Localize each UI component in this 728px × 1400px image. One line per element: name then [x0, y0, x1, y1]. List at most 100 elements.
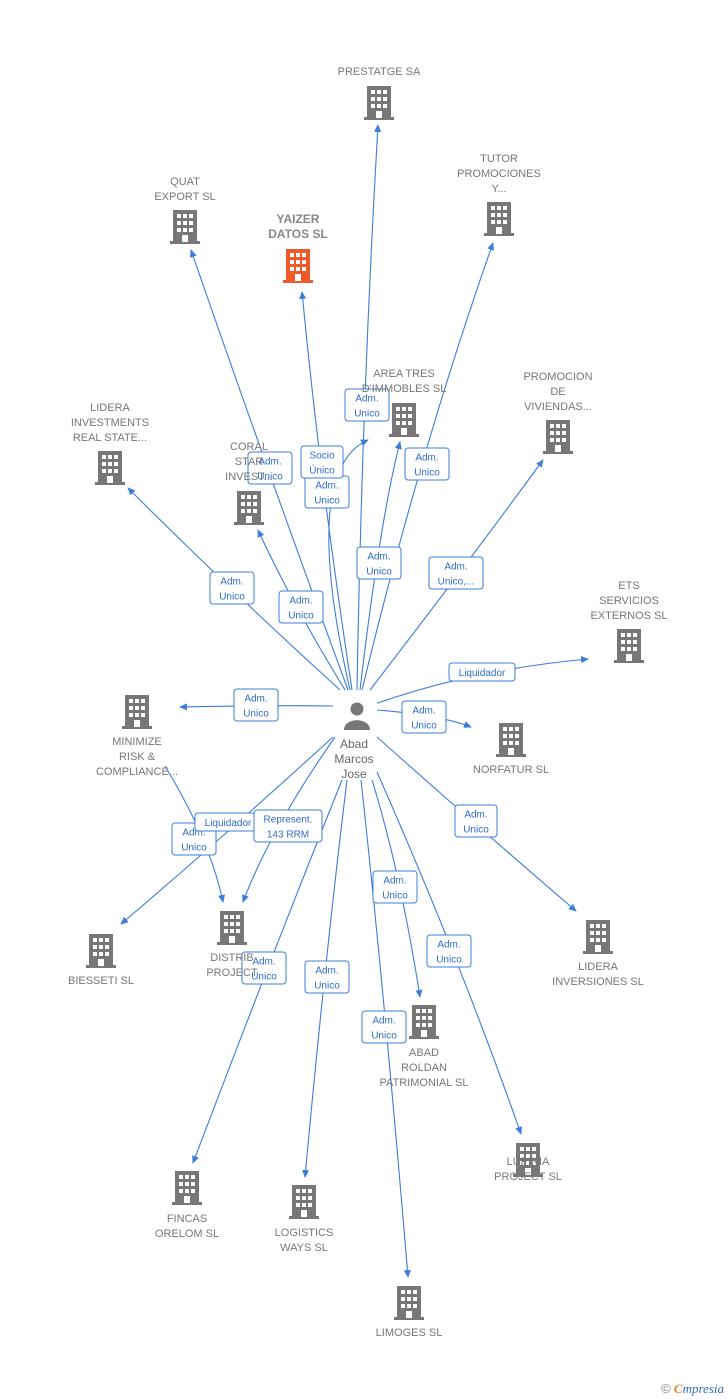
edge-label-lidera_inv[interactable]: Adm.Unico	[209, 571, 255, 605]
edge-label-yaizer[interactable]: Adm.Unico	[304, 475, 350, 509]
edge-label-text: Unico	[354, 409, 380, 420]
company-label: LIDERA	[578, 961, 618, 973]
building-icon	[217, 911, 247, 945]
edge-label-text: Unico	[181, 843, 207, 854]
company-node-tutor[interactable]: TUTORPROMOCIONESY...	[457, 153, 541, 236]
company-node-coral[interactable]: CORALSTARINVEST...	[225, 441, 273, 525]
edge-label-box	[253, 809, 323, 843]
company-node-lidera_inver[interactable]: LIDERA INVERSIONES SL	[552, 920, 644, 988]
edge-label-text: Unico	[414, 468, 440, 479]
company-label: FINCAS	[167, 1213, 207, 1225]
building-icon	[614, 629, 644, 663]
person-label: Jose	[341, 767, 367, 781]
building-icon	[95, 451, 125, 485]
edge-label-text: Adm.	[437, 940, 460, 951]
company-label: QUAT	[170, 176, 200, 188]
company-label: INVESTMENTS	[71, 417, 149, 429]
company-label: STAR	[235, 456, 264, 468]
edge-label-box	[372, 870, 418, 904]
company-label: DE	[550, 386, 565, 398]
edge-label-lupinia[interactable]: Adm.Unico	[426, 934, 472, 968]
edge-label-text: Adm.	[355, 394, 378, 405]
edge-label-box	[401, 700, 447, 734]
edge-label-text: Adm.	[244, 694, 267, 705]
company-label: BIESSETI SL	[68, 975, 134, 987]
building-icon	[583, 920, 613, 954]
company-node-promocion[interactable]: PROMOCIONDEVIVIENDAS...	[523, 371, 593, 454]
company-label: SERVICIOS	[599, 595, 659, 607]
company-label: PROMOCION	[523, 371, 592, 383]
edge-label-text: Unico	[366, 567, 392, 578]
company-node-fincas[interactable]: FINCAS ORELOM SL	[155, 1171, 219, 1240]
building-icon	[394, 1286, 424, 1320]
company-label: ORELOM SL	[155, 1228, 219, 1240]
edge-label-fincas[interactable]: Adm.Unico	[241, 951, 287, 985]
edge-label-box	[304, 960, 350, 994]
edge-label-lidera_inver[interactable]: Adm.Unico	[454, 804, 498, 838]
edge-label-box	[241, 951, 287, 985]
building-icon	[289, 1185, 319, 1219]
person-label: Abad	[340, 737, 368, 751]
building-icon	[170, 210, 200, 244]
edge-label-coral[interactable]: Adm.Unico	[278, 590, 324, 624]
person-label: Marcos	[334, 752, 373, 766]
edge-label-box	[300, 445, 344, 479]
edge-label-box	[278, 590, 324, 624]
company-label: REAL STATE...	[73, 432, 147, 444]
company-node-norfatur[interactable]: NORFATUR SL	[473, 723, 549, 776]
edge-label-minimize[interactable]: Adm.Unico	[233, 688, 279, 722]
edge-label-promocion[interactable]: Adm.Unico,...	[428, 556, 484, 590]
company-label: LOGISTICS	[275, 1227, 334, 1239]
edge-label-text: Unico	[288, 611, 314, 622]
edge-label-quat[interactable]: Adm.Unico	[247, 451, 293, 485]
company-node-limoges[interactable]: LIMOGES SL	[376, 1286, 443, 1339]
edge-label-area[interactable]: Adm.Unico	[356, 546, 402, 580]
company-label: AREA TRES	[373, 368, 435, 380]
building-icon	[364, 86, 394, 120]
edge-label-norfatur[interactable]: Adm.Unico	[401, 700, 447, 734]
edge-label-abad_roldan[interactable]: Adm.Unico	[372, 870, 418, 904]
edge-label-text: Liquidador	[205, 818, 252, 829]
edge-label-text: Adm.	[444, 562, 467, 573]
edge-label-logistics[interactable]: Adm.Unico	[304, 960, 350, 994]
company-node-prestatge[interactable]: PRESTATGE SA	[338, 66, 421, 120]
edge-label-prestatge[interactable]: Adm. Unico	[344, 388, 390, 422]
edge-label-limoges[interactable]: Adm.Unico	[361, 1010, 407, 1044]
company-label: INVERSIONES SL	[552, 976, 644, 988]
edge-area	[359, 441, 402, 691]
company-label: DISTRIB	[210, 952, 253, 964]
company-node-quat[interactable]: QUAT EXPORT SL	[154, 176, 216, 244]
edge-labels-layer: Adm.UnicoAdm.UnicoAdm.UnicoAdm.UnicoSoci…	[171, 388, 516, 1044]
building-icon	[484, 202, 514, 236]
edge-label-text: Socio	[309, 451, 334, 462]
company-node-biesseti[interactable]: BIESSETI SL	[68, 934, 134, 987]
edge-label-box	[344, 388, 390, 422]
edge-label-box	[404, 447, 450, 481]
edge-label-distrib[interactable]: Represent.143 RRM	[253, 809, 323, 843]
edge-label-distrib[interactable]: Liquidador	[194, 812, 262, 832]
company-label: CORAL	[230, 441, 268, 453]
company-label: EXPORT SL	[154, 191, 215, 203]
edge-label-tutor[interactable]: Adm.Unico	[404, 447, 450, 481]
edge-label-text: Adm.	[182, 828, 205, 839]
company-label: COMPLIANCE...	[96, 766, 178, 778]
edge-label-box	[454, 804, 498, 838]
edge-label-text: Unico	[257, 472, 283, 483]
edge-label-ets[interactable]: Liquidador	[448, 662, 516, 682]
edge-label-text: Unico	[251, 972, 277, 983]
building-icon	[86, 934, 116, 968]
edge-label-box	[361, 1010, 407, 1044]
